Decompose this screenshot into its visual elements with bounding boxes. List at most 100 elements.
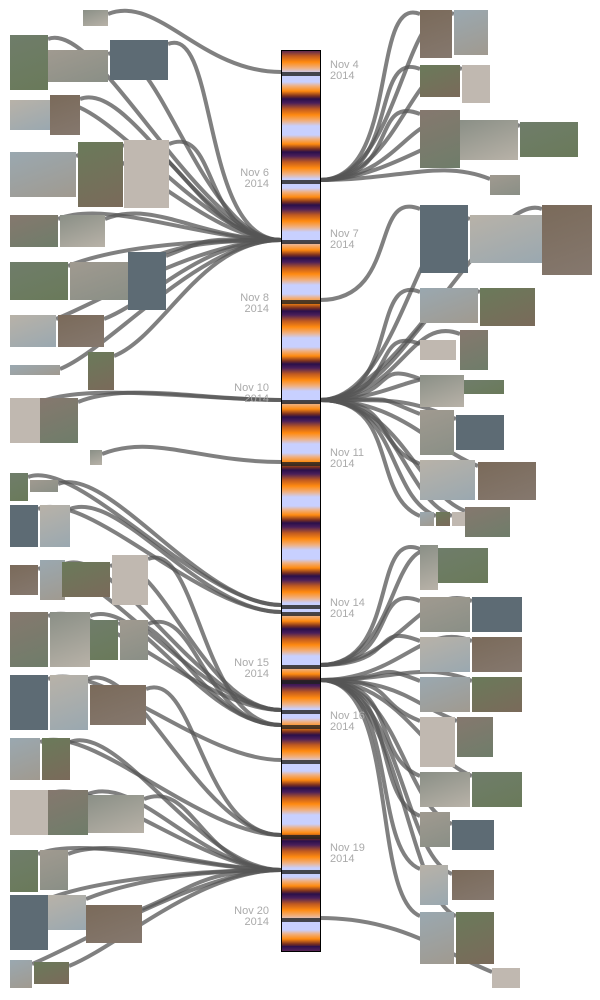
photo-thumbnail[interactable] bbox=[40, 398, 78, 443]
photo-thumbnail[interactable] bbox=[30, 480, 58, 492]
photo-thumbnail[interactable] bbox=[465, 507, 510, 537]
photo-thumbnail[interactable] bbox=[452, 870, 494, 900]
photo-thumbnail[interactable] bbox=[10, 152, 76, 197]
photo-thumbnail[interactable] bbox=[90, 620, 118, 660]
photo-thumbnail[interactable] bbox=[457, 717, 493, 757]
photo-thumbnail[interactable] bbox=[10, 315, 56, 347]
photo-thumbnail[interactable] bbox=[90, 450, 102, 465]
photo-thumbnail[interactable] bbox=[110, 40, 168, 80]
photo-thumbnail[interactable] bbox=[90, 685, 146, 725]
photo-thumbnail[interactable] bbox=[520, 122, 578, 157]
photo-thumbnail[interactable] bbox=[10, 505, 38, 547]
photo-thumbnail[interactable] bbox=[438, 548, 488, 583]
photo-thumbnail[interactable] bbox=[40, 505, 70, 547]
photo-thumbnail[interactable] bbox=[420, 375, 464, 407]
photo-thumbnail[interactable] bbox=[10, 100, 50, 130]
event-marker bbox=[282, 760, 320, 764]
photo-thumbnail[interactable] bbox=[420, 717, 455, 767]
photo-thumbnail[interactable] bbox=[420, 637, 470, 672]
photo-thumbnail[interactable] bbox=[40, 850, 68, 890]
photo-thumbnail[interactable] bbox=[10, 215, 58, 247]
photo-thumbnail[interactable] bbox=[420, 110, 460, 168]
photo-thumbnail[interactable] bbox=[470, 215, 542, 263]
photo-thumbnail[interactable] bbox=[420, 677, 470, 712]
photo-thumbnail[interactable] bbox=[420, 865, 448, 905]
photo-thumbnail[interactable] bbox=[420, 65, 460, 97]
photo-thumbnail[interactable] bbox=[128, 252, 166, 310]
photo-thumbnail[interactable] bbox=[10, 895, 48, 950]
photo-thumbnail[interactable] bbox=[460, 120, 518, 160]
photo-thumbnail[interactable] bbox=[58, 315, 104, 347]
photo-thumbnail[interactable] bbox=[124, 140, 169, 208]
photo-thumbnail[interactable] bbox=[88, 795, 144, 833]
photo-thumbnail[interactable] bbox=[456, 415, 504, 450]
photo-thumbnail[interactable] bbox=[70, 262, 128, 300]
photo-thumbnail[interactable] bbox=[420, 288, 478, 323]
photo-thumbnail[interactable] bbox=[10, 960, 32, 988]
photo-thumbnail[interactable] bbox=[420, 545, 438, 590]
photo-thumbnail[interactable] bbox=[78, 142, 123, 207]
photo-thumbnail[interactable] bbox=[542, 205, 592, 275]
photo-thumbnail[interactable] bbox=[454, 10, 488, 55]
photo-thumbnail[interactable] bbox=[480, 288, 535, 326]
photo-thumbnail[interactable] bbox=[10, 738, 40, 780]
photo-thumbnail[interactable] bbox=[464, 380, 504, 394]
photo-thumbnail[interactable] bbox=[420, 205, 468, 273]
photo-thumbnail[interactable] bbox=[10, 398, 40, 443]
photo-thumbnail[interactable] bbox=[420, 410, 454, 455]
event-marker bbox=[282, 665, 320, 669]
photo-thumbnail[interactable] bbox=[48, 895, 86, 930]
photo-thumbnail[interactable] bbox=[420, 340, 456, 360]
photo-thumbnail[interactable] bbox=[452, 820, 494, 850]
photo-thumbnail[interactable] bbox=[472, 677, 522, 712]
photo-thumbnail[interactable] bbox=[472, 637, 522, 672]
photo-thumbnail[interactable] bbox=[420, 597, 470, 632]
photo-thumbnail[interactable] bbox=[50, 612, 90, 667]
photo-thumbnail[interactable] bbox=[10, 262, 68, 300]
photo-thumbnail[interactable] bbox=[10, 365, 60, 375]
photo-thumbnail[interactable] bbox=[83, 10, 108, 26]
photo-thumbnail[interactable] bbox=[420, 772, 470, 807]
photo-thumbnail[interactable] bbox=[34, 962, 69, 984]
photo-thumbnail[interactable] bbox=[478, 462, 536, 500]
photo-thumbnail[interactable] bbox=[40, 560, 65, 600]
photo-thumbnail[interactable] bbox=[420, 812, 450, 847]
photo-thumbnail[interactable] bbox=[62, 562, 110, 597]
photo-thumbnail[interactable] bbox=[10, 850, 38, 892]
photo-thumbnail[interactable] bbox=[42, 738, 70, 780]
photo-thumbnail[interactable] bbox=[50, 675, 88, 730]
photo-thumbnail[interactable] bbox=[460, 330, 488, 370]
photo-thumbnail[interactable] bbox=[10, 612, 48, 667]
photo-thumbnail[interactable] bbox=[420, 912, 454, 964]
photo-thumbnail[interactable] bbox=[50, 95, 80, 135]
photo-thumbnail[interactable] bbox=[88, 352, 114, 390]
photo-thumbnail[interactable] bbox=[456, 912, 494, 964]
timeline-bar[interactable] bbox=[281, 50, 321, 952]
photo-thumbnail[interactable] bbox=[436, 512, 450, 526]
photo-thumbnail[interactable] bbox=[10, 35, 48, 90]
photo-thumbnail[interactable] bbox=[420, 512, 434, 526]
event-marker bbox=[282, 710, 320, 714]
photo-thumbnail[interactable] bbox=[48, 50, 108, 82]
photo-thumbnail[interactable] bbox=[120, 620, 148, 660]
photo-thumbnail[interactable] bbox=[452, 512, 466, 526]
photo-thumbnail[interactable] bbox=[10, 565, 38, 595]
photo-thumbnail[interactable] bbox=[462, 65, 490, 103]
photo-thumbnail[interactable] bbox=[10, 790, 48, 835]
photo-thumbnail[interactable] bbox=[10, 473, 28, 501]
photo-thumbnail[interactable] bbox=[420, 10, 452, 58]
event-marker bbox=[282, 612, 320, 616]
photo-thumbnail[interactable] bbox=[112, 555, 148, 605]
photo-thumbnail[interactable] bbox=[472, 597, 522, 632]
photo-thumbnail[interactable] bbox=[86, 905, 142, 943]
photo-thumbnail[interactable] bbox=[490, 175, 520, 195]
photo-thumbnail[interactable] bbox=[420, 460, 475, 500]
photo-thumbnail[interactable] bbox=[472, 772, 522, 807]
photo-thumbnail[interactable] bbox=[60, 215, 105, 247]
photo-thumbnail[interactable] bbox=[492, 968, 520, 988]
photo-thumbnail[interactable] bbox=[10, 675, 48, 730]
photo-thumbnail[interactable] bbox=[48, 790, 88, 835]
event-marker bbox=[282, 680, 320, 684]
